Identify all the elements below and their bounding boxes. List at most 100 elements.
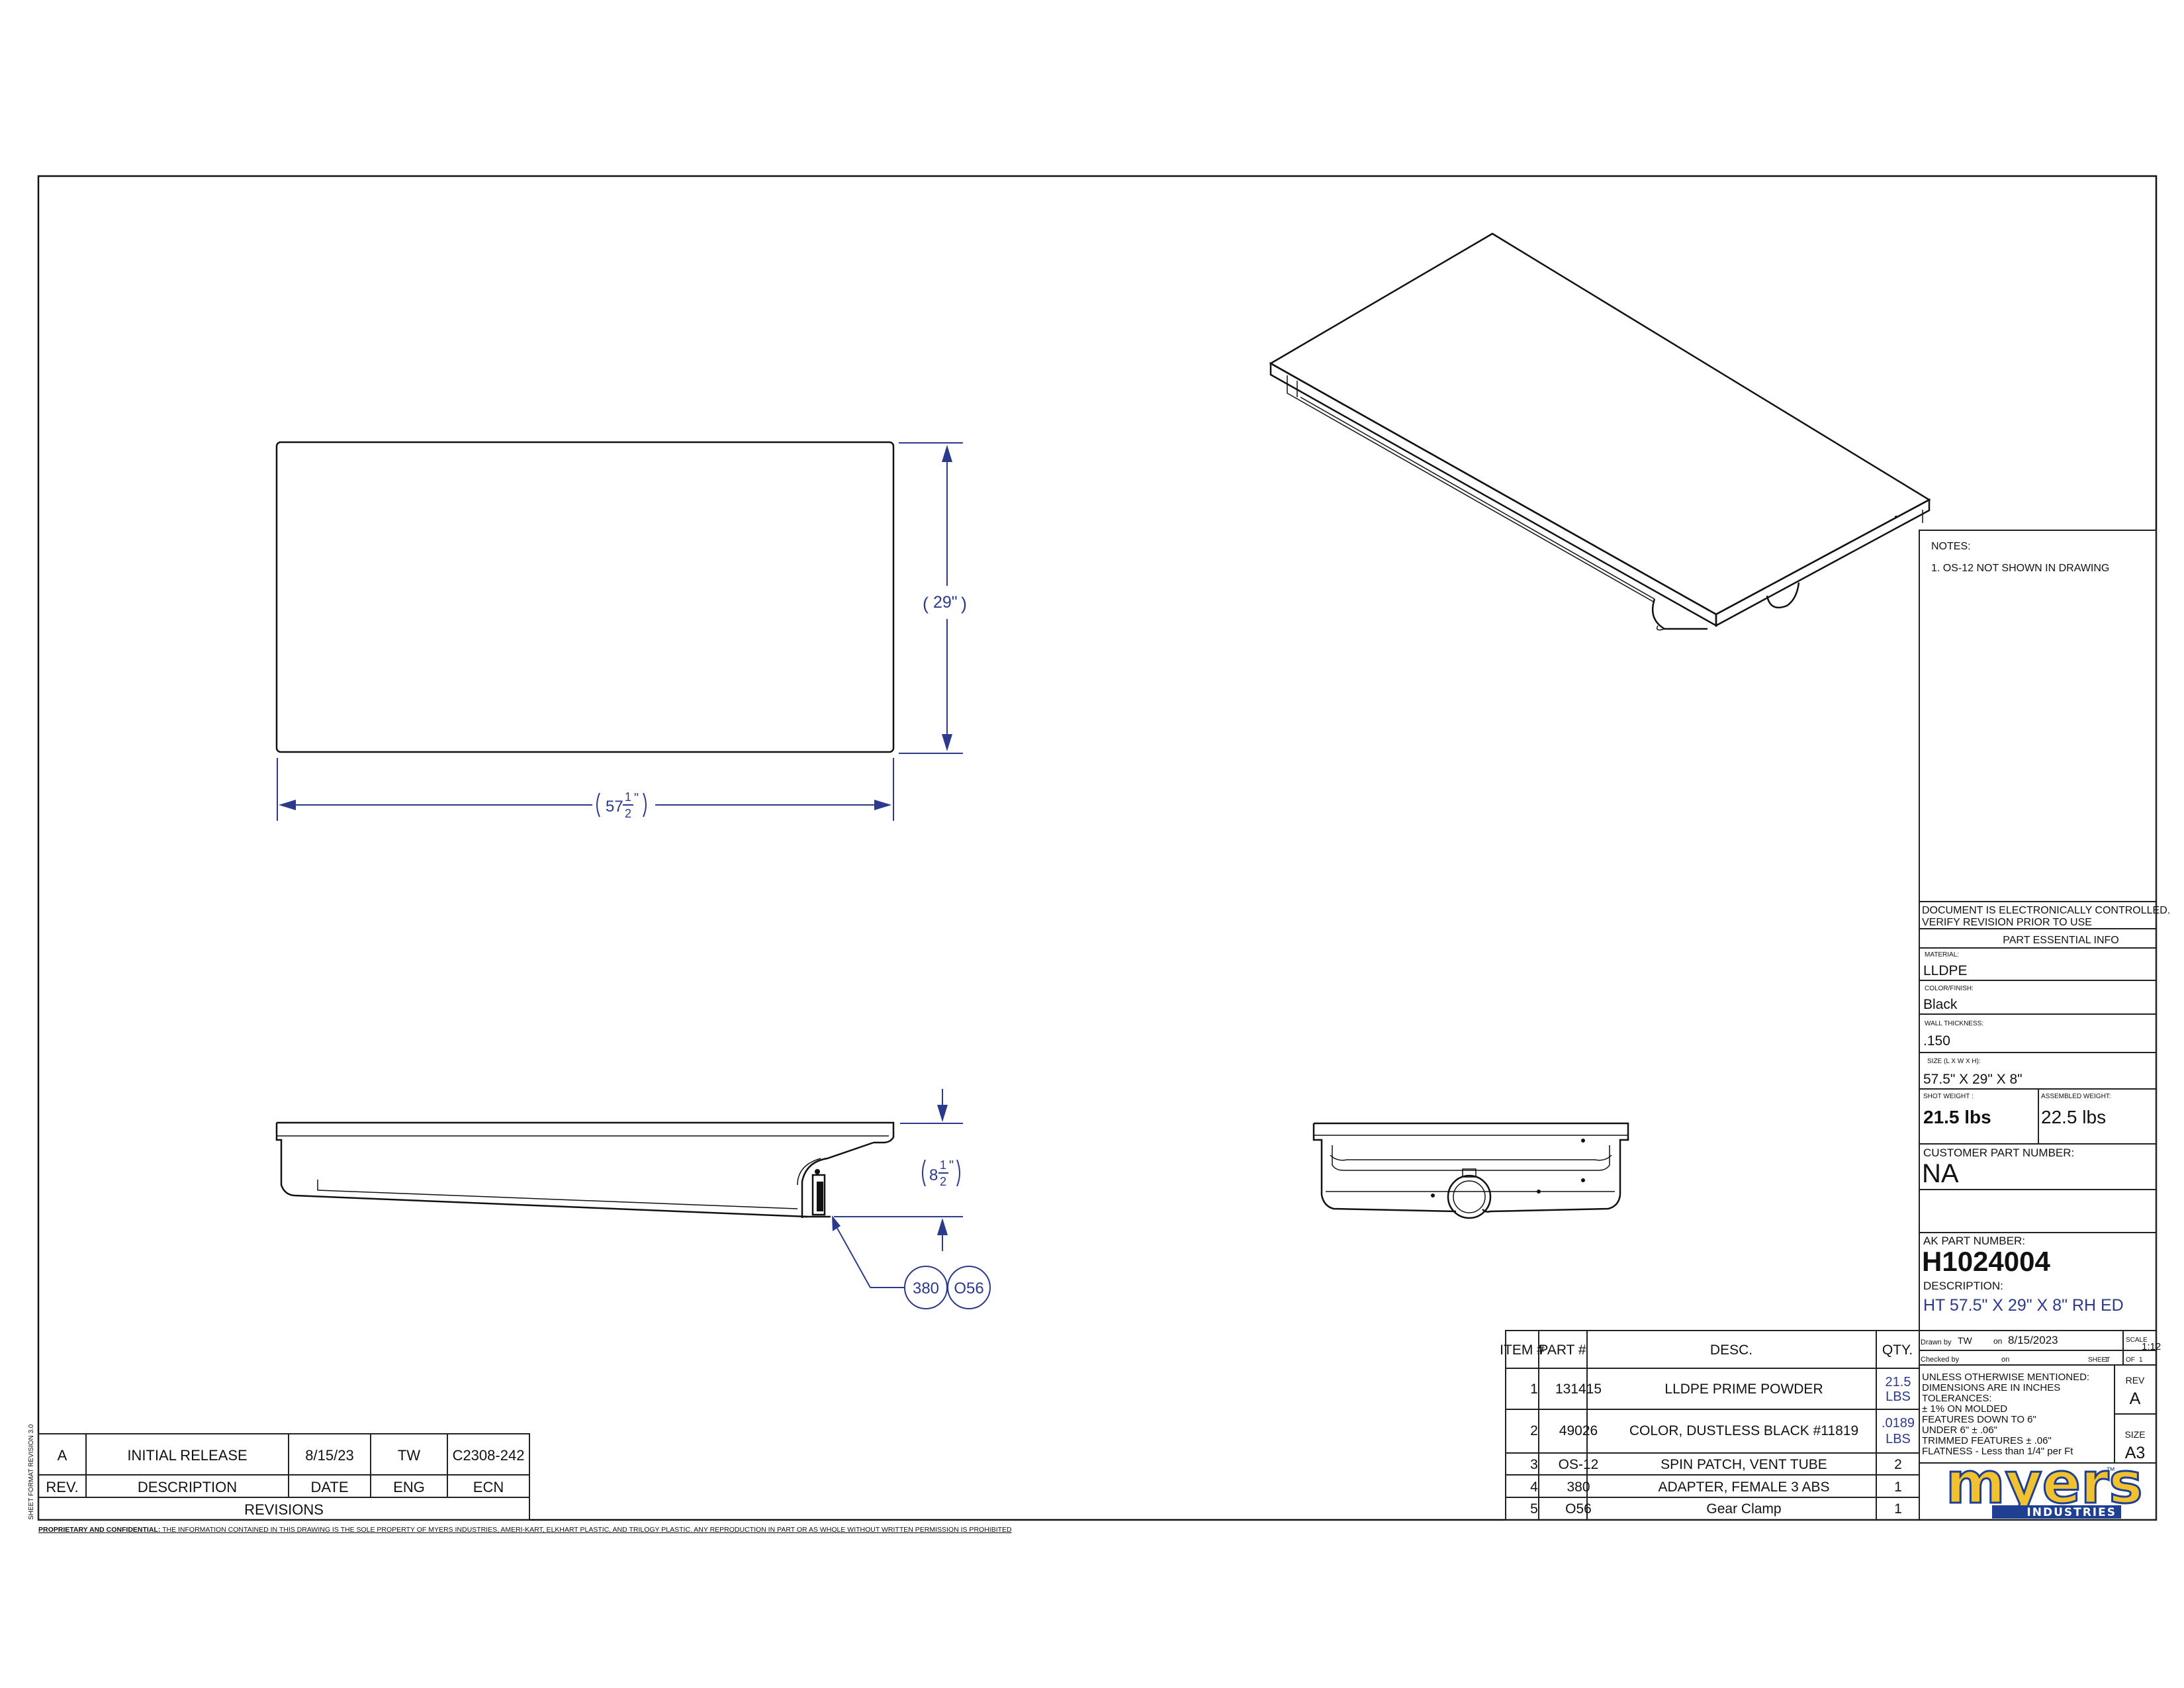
length-dim-den: 2 [625, 807, 631, 820]
doc-control-line-2: VERIFY REVISION PRIOR TO USE [1922, 917, 2092, 928]
logo-sub: INDUSTRIES [2026, 1506, 2116, 1519]
end-view [1312, 1122, 1629, 1219]
essential-info-heading: PART ESSENTIAL INFO [2003, 935, 2118, 946]
bom-desc: ADAPTER, FEMALE 3 ABS [1658, 1479, 1829, 1495]
shot-weight-value: 21.5 lbs [1923, 1107, 1991, 1127]
ak-part-label: AK PART NUMBER: [1923, 1235, 2025, 1247]
tolerance-line: UNLESS OTHERWISE MENTIONED: [1922, 1372, 2089, 1383]
depth-dim-num: 1 [940, 1158, 946, 1172]
balloon-380-label: 380 [913, 1280, 939, 1297]
notes-heading: NOTES: [1931, 541, 1971, 552]
bom-part: 380 [1567, 1479, 1590, 1495]
bom-item: 1 [1530, 1382, 1538, 1397]
tolerance-line: FEATURES DOWN TO 6" [1922, 1414, 2036, 1425]
material-label: MATERIAL: [1925, 951, 1959, 959]
height-dim-open: ( [923, 594, 929, 614]
revision-description: INITIAL RELEASE [127, 1447, 247, 1464]
tolerance-line: UNDER 6" ± .06" [1922, 1425, 1997, 1436]
bom-desc: COLOR, DUSTLESS BLACK #11819 [1629, 1423, 1858, 1438]
balloon-o56 [947, 1266, 991, 1309]
bom-desc: Gear Clamp [1706, 1501, 1781, 1517]
side-view: 8 1 2 " 380 O56 [275, 1089, 991, 1309]
bom-header-part: PART # [1539, 1342, 1586, 1358]
bom-item: 4 [1530, 1479, 1538, 1495]
balloon-o56-label: O56 [954, 1280, 983, 1297]
bom-qty: 1 [1894, 1501, 1902, 1517]
proprietary-label: PROPRIETARY AND CONFIDENTIAL: [38, 1526, 160, 1534]
bom-part: 49026 [1559, 1423, 1598, 1438]
revisions-table: A INITIAL RELEASE 8/15/23 TW C2308-242 R… [38, 1433, 530, 1521]
bom-item: 2 [1530, 1423, 1538, 1438]
sheet-of-label: OF [2126, 1356, 2135, 1364]
bom-part: OS-12 [1559, 1457, 1599, 1472]
drawn-by-label: Drawn by [1921, 1338, 1952, 1346]
sheet-total: 1 [2139, 1356, 2143, 1364]
revision-header-description: DESCRIPTION [138, 1479, 237, 1495]
sheet-format-revision: SHEET FORMAT REVISION 3.0 [28, 1424, 35, 1520]
bom-item: 5 [1530, 1501, 1538, 1517]
tolerance-line: TOLERANCES: [1922, 1393, 1992, 1404]
revision-header-rev: REV. [46, 1479, 78, 1495]
size-value: 57.5" X 29" X 8" [1923, 1072, 2023, 1087]
depth-dim-unit: " [949, 1158, 954, 1173]
revision-header-eng: ENG [393, 1479, 425, 1495]
bom-qty: 1 [1894, 1479, 1902, 1495]
size-sheet-value: A3 [2125, 1444, 2146, 1462]
bom-qty: .0189 [1882, 1416, 1915, 1430]
scale-label: SCALE [2126, 1336, 2148, 1344]
checked-by-label: Checked by [1921, 1356, 1960, 1364]
bom-desc: SPIN PATCH, VENT TUBE [1661, 1457, 1827, 1472]
height-dim-value: 29" [933, 593, 958, 612]
length-dim-num: 1 [625, 790, 631, 804]
bom-header-qty: QTY. [1882, 1342, 1913, 1358]
bom-qty-unit: LBS [1886, 1389, 1911, 1404]
wall-thickness-value: .150 [1923, 1033, 1950, 1049]
size-sheet-label: SIZE [2124, 1429, 2145, 1440]
rev-label: REV [2126, 1375, 2145, 1385]
bom-qty: 21.5 [1886, 1375, 1911, 1389]
bom-header-desc: DESC. [1710, 1342, 1752, 1358]
bom-table: ITEM # PART # DESC. QTY. 1 131415 LLDPE … [1500, 1330, 1920, 1521]
sheet-border [37, 175, 2158, 1521]
length-dim-whole: 57 [606, 798, 623, 816]
proprietary-text: THE INFORMATION CONTAINED IN THIS DRAWIN… [160, 1526, 1012, 1534]
doc-control-line-1: DOCUMENT IS ELECTRONICALLY CONTROLLED. [1922, 905, 2170, 916]
revision-eng: TW [398, 1447, 420, 1464]
tolerance-line: TRIMMED FEATURES ± .06" [1922, 1435, 2052, 1446]
sheet-label: SHEET [2088, 1356, 2110, 1364]
checked-on-label: on [2001, 1356, 2009, 1364]
proprietary-notice: PROPRIETARY AND CONFIDENTIAL: THE INFORM… [38, 1526, 1012, 1534]
size-label: SIZE (L X W X H): [1927, 1058, 1981, 1065]
bom-qty: 2 [1894, 1457, 1902, 1472]
customer-part-value: NA [1922, 1159, 1959, 1188]
shot-weight-label: SHOT WEIGHT : [1923, 1093, 1974, 1100]
tolerance-line: FLATNESS - Less than 1/4" per Ft [1922, 1446, 2073, 1457]
top-view-outline [275, 441, 895, 753]
revision-date: 8/15/23 [305, 1447, 353, 1464]
description-value: HT 57.5" X 29" X 8" RH ED [1923, 1296, 2124, 1315]
tolerances-block: UNLESS OTHERWISE MENTIONED: DIMENSIONS A… [1922, 1372, 2089, 1457]
drawn-date: 8/15/2023 [2008, 1334, 2058, 1346]
height-dim-close: ) [961, 594, 967, 614]
drawn-by-value: TW [1958, 1335, 1973, 1346]
revision-ecn: C2308-242 [453, 1447, 525, 1464]
revision-header-date: DATE [310, 1479, 348, 1495]
isometric-view [1269, 232, 1931, 631]
tolerance-line: DIMENSIONS ARE IN INCHES [1922, 1382, 2060, 1393]
tolerance-line: ± 1% ON MOLDED [1922, 1403, 2007, 1415]
top-view: ( 29" ) 57 1 2 " [275, 441, 967, 821]
bom-part: O56 [1565, 1501, 1592, 1517]
customer-part-label: CUSTOMER PART NUMBER: [1923, 1147, 2074, 1159]
title-block: NOTES: 1. OS-12 NOT SHOWN IN DRAWING DOC… [1919, 530, 2170, 1521]
wall-thickness-label: WALL THICKNESS: [1925, 1020, 1983, 1027]
color-label: COLOR/FINISH: [1925, 985, 1974, 992]
revisions-title: REVISIONS [244, 1501, 324, 1518]
bom-qty-unit: LBS [1886, 1432, 1911, 1446]
logo-tm: ™ [2106, 1465, 2115, 1476]
length-dim-unit: " [634, 791, 639, 806]
bom-part: 131415 [1555, 1382, 1602, 1397]
assembled-weight-label: ASSEMBLED WEIGHT: [2041, 1093, 2111, 1100]
drawn-on-label: on [1993, 1336, 2002, 1346]
rev-value: A [2130, 1389, 2141, 1408]
